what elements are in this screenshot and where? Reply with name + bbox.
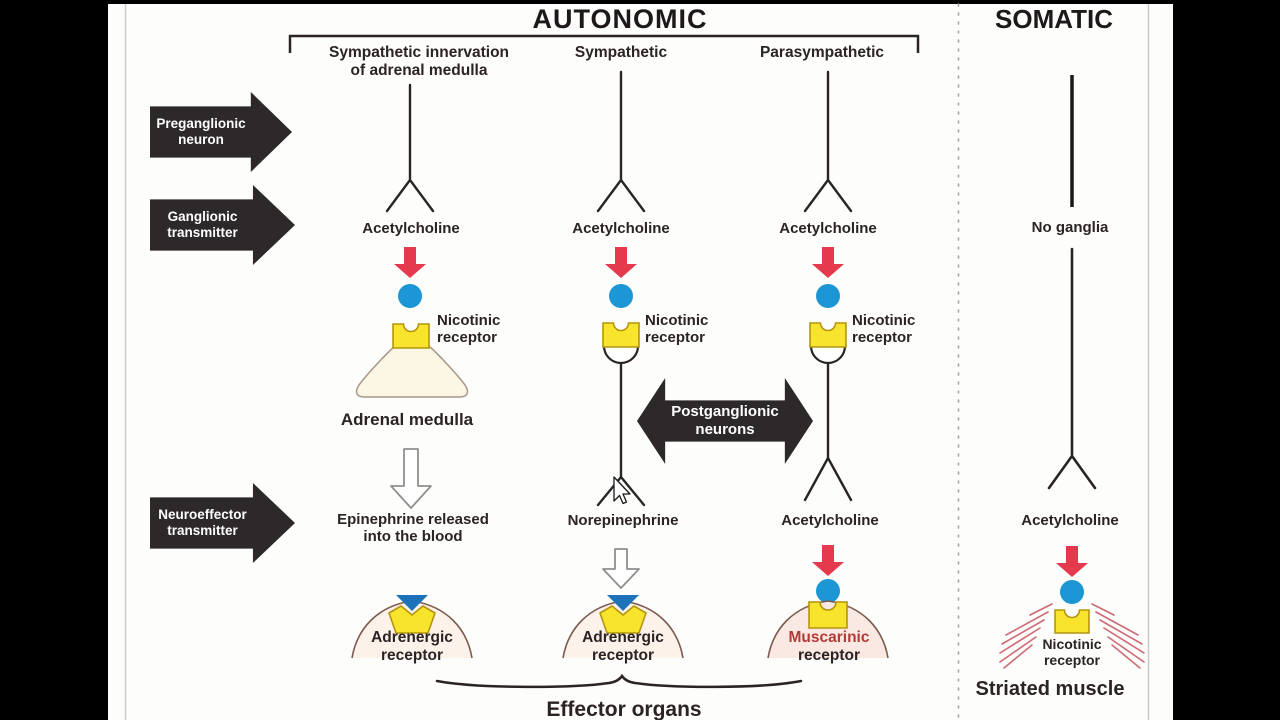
transmitter-label: Acetylcholine bbox=[572, 220, 670, 237]
vesicle-dot bbox=[398, 284, 422, 308]
somatic-title: SOMATIC bbox=[995, 4, 1113, 34]
adrenal-medulla-label: Adrenal medulla bbox=[340, 410, 474, 429]
neuroeffector-label: Acetylcholine bbox=[1021, 512, 1119, 529]
red-down-arrow-icon bbox=[812, 545, 844, 576]
effector-receptor-label: Adrenergic receptor bbox=[582, 629, 664, 664]
letterbox-left bbox=[0, 0, 108, 720]
neurotransmitter-vesicles bbox=[398, 284, 1084, 604]
ligand-triangle-icon bbox=[607, 595, 639, 611]
row-arrow-label: Preganglionic bbox=[156, 115, 246, 131]
nicotinic-receptor-shape bbox=[392, 323, 430, 349]
effector-cell-dome bbox=[767, 600, 889, 659]
vesicle-dot bbox=[609, 284, 633, 308]
sympathetic-preganglionic-neuron-line bbox=[596, 70, 646, 213]
effector-receptor-label: Adrenergic receptor bbox=[371, 629, 453, 664]
neuroeffector-label: Acetylcholine bbox=[781, 512, 879, 529]
autonomic-bracket bbox=[288, 34, 920, 53]
effector-organs-brace bbox=[435, 673, 803, 689]
muscarinic-receptor-shape bbox=[808, 601, 848, 629]
vesicle-dot bbox=[816, 284, 840, 308]
row-arrow-label: transmitter bbox=[167, 523, 238, 538]
adrenergic-receptor-shape bbox=[388, 605, 436, 634]
receptor-label: Nicotinic receptor bbox=[437, 312, 501, 346]
effector-receptor-label: Muscarinic receptor bbox=[788, 629, 870, 664]
effector-receptor-label: Nicotinic receptor bbox=[1042, 636, 1102, 668]
row-arrow-label: Ganglionic bbox=[167, 208, 238, 224]
row-arrow-label: transmitter bbox=[167, 225, 238, 240]
nicotinic-receptor-shape bbox=[809, 322, 847, 348]
postganglionic-label: neurons bbox=[695, 421, 755, 438]
ganglion-cell-body bbox=[602, 345, 640, 365]
muscle-striation-lines bbox=[999, 603, 1145, 669]
open-down-arrow-icon bbox=[390, 448, 432, 509]
open-down-arrow-icon bbox=[602, 548, 640, 589]
row-arrow-label: neuron bbox=[178, 132, 224, 147]
neuroeffector-label: Epinephrine released into the blood bbox=[337, 511, 489, 545]
transmitter-label: Acetylcholine bbox=[362, 220, 460, 237]
column-header-parasympathetic: Parasympathetic bbox=[759, 44, 885, 61]
ligand-triangle-icon bbox=[396, 595, 428, 611]
adrenal-preganglionic-neuron-line bbox=[385, 83, 435, 213]
parasympathetic-postganglionic-axon bbox=[803, 362, 853, 502]
letterbox-right bbox=[1173, 0, 1280, 720]
red-down-arrow-icon bbox=[394, 247, 426, 278]
nicotinic-receptor-shape bbox=[602, 322, 640, 348]
vesicle-dot bbox=[816, 579, 840, 603]
letterbox-top bbox=[0, 0, 1280, 4]
column-header-adrenal: Sympathetic innervation of adrenal medul… bbox=[328, 44, 510, 79]
vesicle-dot bbox=[1060, 580, 1084, 604]
red-down-arrow-icon bbox=[812, 247, 844, 278]
red-down-arrow-icon bbox=[605, 247, 637, 278]
postganglionic-label: Postganglionic bbox=[671, 402, 779, 420]
effector-organs-label: Effector organs bbox=[546, 698, 702, 720]
receptor-label: Nicotinic receptor bbox=[645, 312, 709, 346]
red-down-arrow-icon bbox=[1056, 546, 1088, 577]
autonomic-title: AUTONOMIC bbox=[532, 4, 708, 34]
somatic-neuron-line-lower bbox=[1047, 247, 1097, 490]
ganglion-cell-body bbox=[809, 345, 847, 365]
mouse-cursor bbox=[613, 476, 631, 505]
transmitter-label: Acetylcholine bbox=[779, 220, 877, 237]
striated-muscle-label: Striated muscle bbox=[975, 678, 1125, 700]
no-ganglia-label: No ganglia bbox=[1031, 219, 1109, 236]
receptor-label: Nicotinic receptor bbox=[852, 312, 916, 346]
nicotinic-receptor-shape bbox=[1054, 609, 1090, 634]
adrenergic-receptor-shape bbox=[599, 605, 647, 634]
red-arrow-icons bbox=[394, 247, 1088, 577]
adrenal-medulla-shape bbox=[355, 346, 469, 398]
column-header-sympathetic: Sympathetic bbox=[574, 44, 668, 61]
row-arrow-label: Neuroeffector bbox=[158, 506, 247, 522]
neuroeffector-label: Norepinephrine bbox=[567, 512, 679, 529]
parasympathetic-preganglionic-neuron-line bbox=[803, 70, 853, 213]
